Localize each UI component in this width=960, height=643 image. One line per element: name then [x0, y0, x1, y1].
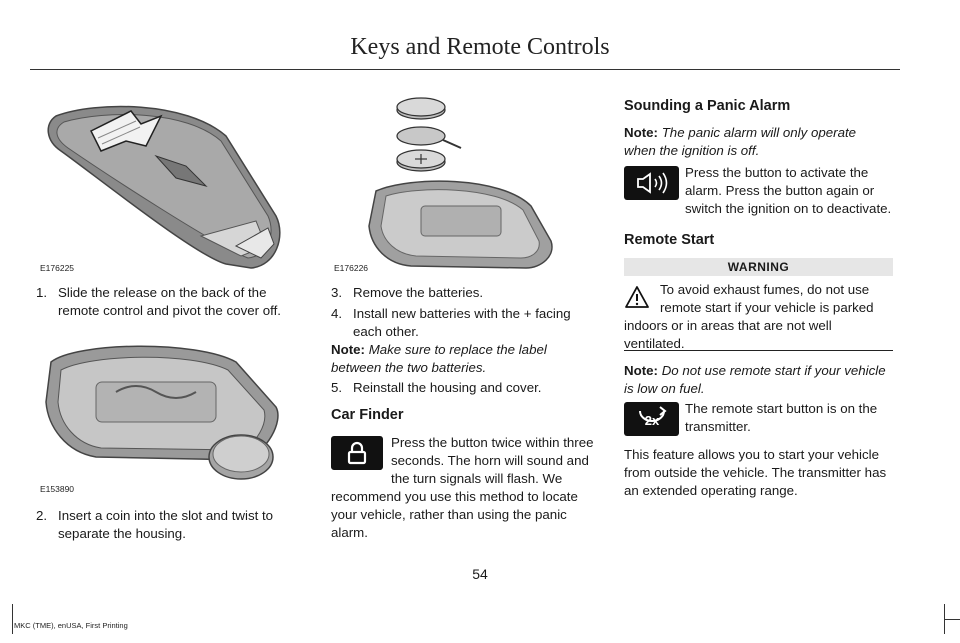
note-text: between the two batteries.: [331, 360, 487, 375]
text-line: Press the button twice within three: [391, 435, 594, 450]
step-5: 5. Reinstall the housing and cover.: [331, 379, 601, 399]
text-line: alarm.: [331, 525, 368, 540]
step-text: Remove the batteries.: [353, 285, 484, 300]
step-number: 2.: [36, 508, 48, 523]
panic-alarm-heading: Sounding a Panic Alarm: [624, 98, 791, 114]
print-info: MKC (TME), enUSA, First Printing: [14, 621, 128, 630]
warning-divider: [624, 350, 893, 351]
step-2: 2. Insert a coin into the slot and twist…: [36, 507, 306, 547]
text-line: ventilated.: [624, 336, 685, 351]
step-4: 4. Install new batteries with the + faci…: [331, 305, 601, 345]
step-number: 4.: [331, 306, 343, 321]
step-text: separate the housing.: [58, 526, 186, 541]
text-line: indoors or in areas that are not well: [624, 318, 832, 333]
image-caption: E153890: [40, 484, 75, 494]
note-label: Note:: [624, 125, 658, 140]
text-line: transmitter.: [685, 419, 751, 434]
crop-mark: [945, 619, 960, 620]
note-label: Note:: [624, 363, 658, 378]
text-line: recommend you use this method to locate: [331, 489, 578, 504]
text-line: This feature allows you to start your ve…: [624, 447, 879, 462]
page-number: 54: [472, 566, 488, 582]
step-3: 3. Remove the batteries.: [331, 284, 601, 304]
text-line: Press the button to activate the: [685, 165, 869, 180]
step-text: each other.: [353, 324, 419, 339]
warning-banner: WARNING: [624, 258, 893, 276]
step-text: Reinstall the housing and cover.: [353, 380, 542, 395]
step-1: 1. Slide the release on the back of the …: [36, 284, 306, 324]
text-line: The remote start button is on the: [685, 401, 878, 416]
image-caption: E176225: [40, 263, 75, 273]
note-text: when the ignition is off.: [624, 143, 760, 158]
step-text: Insert a coin into the slot and twist to: [58, 508, 274, 523]
image-caption: E176226: [334, 263, 369, 273]
warning-triangle-icon: [624, 285, 650, 309]
note-text: Make sure to replace the label: [368, 342, 547, 357]
remote-start-button-text: The remote start button is on the transm…: [685, 400, 900, 436]
car-finder-text: Press the button twice within three seco…: [331, 434, 606, 542]
remote-start-icon-label: 2x: [644, 413, 659, 428]
text-line: switch the ignition on to deactivate.: [685, 201, 892, 216]
note-text: Do not use remote start if your vehicle: [661, 363, 886, 378]
step-number: 5.: [331, 380, 343, 395]
text-line: from outside the vehicle. The transmitte…: [624, 465, 887, 480]
remote-start-note: Note: Do not use remote start if your ve…: [624, 362, 899, 398]
text-line: To avoid exhaust fumes, do not use: [660, 282, 870, 297]
crop-mark: [944, 604, 945, 634]
housing-coin-illustration: [36, 332, 286, 492]
panic-note: Note: The panic alarm will only operate …: [624, 124, 899, 160]
text-line: an extended operating range.: [624, 483, 798, 498]
note-label: Note:: [331, 342, 365, 357]
step-text: remote control and pivot the cover off.: [58, 303, 281, 318]
battery-note: Note: Make sure to replace the label bet…: [331, 341, 606, 377]
remote-start-feature-text: This feature allows you to start your ve…: [624, 446, 904, 500]
text-line: the turn signals will flash. We: [391, 471, 563, 486]
note-text: The panic alarm will only operate: [661, 125, 857, 140]
note-text: is low on fuel.: [624, 381, 705, 396]
step-text: Install new batteries with the + facing: [353, 306, 571, 321]
text-line: your vehicle, rather than using the pani…: [331, 507, 567, 522]
text-line: remote start if your vehicle is parked: [660, 300, 874, 315]
panic-instructions: Press the button to activate the alarm. …: [685, 164, 900, 218]
remote-start-heading: Remote Start: [624, 232, 715, 248]
step-number: 3.: [331, 285, 343, 300]
text-line: alarm. Press the button again or: [685, 183, 875, 198]
page-title: Keys and Remote Controls: [350, 34, 610, 60]
crop-mark: [12, 604, 13, 634]
key-fob-release-illustration: [36, 96, 286, 274]
header-divider: [30, 69, 900, 70]
horn-icon: [624, 166, 679, 200]
step-text: Slide the release on the back of the: [58, 285, 267, 300]
text-line: seconds. The horn will sound and: [391, 453, 589, 468]
battery-replacement-illustration: [331, 96, 581, 274]
car-finder-heading: Car Finder: [331, 407, 404, 423]
remote-start-2x-icon: 2x: [624, 402, 679, 436]
step-number: 1.: [36, 285, 48, 300]
lock-icon: [331, 436, 383, 470]
warning-text: To avoid exhaust fumes, do not use remot…: [624, 281, 899, 353]
